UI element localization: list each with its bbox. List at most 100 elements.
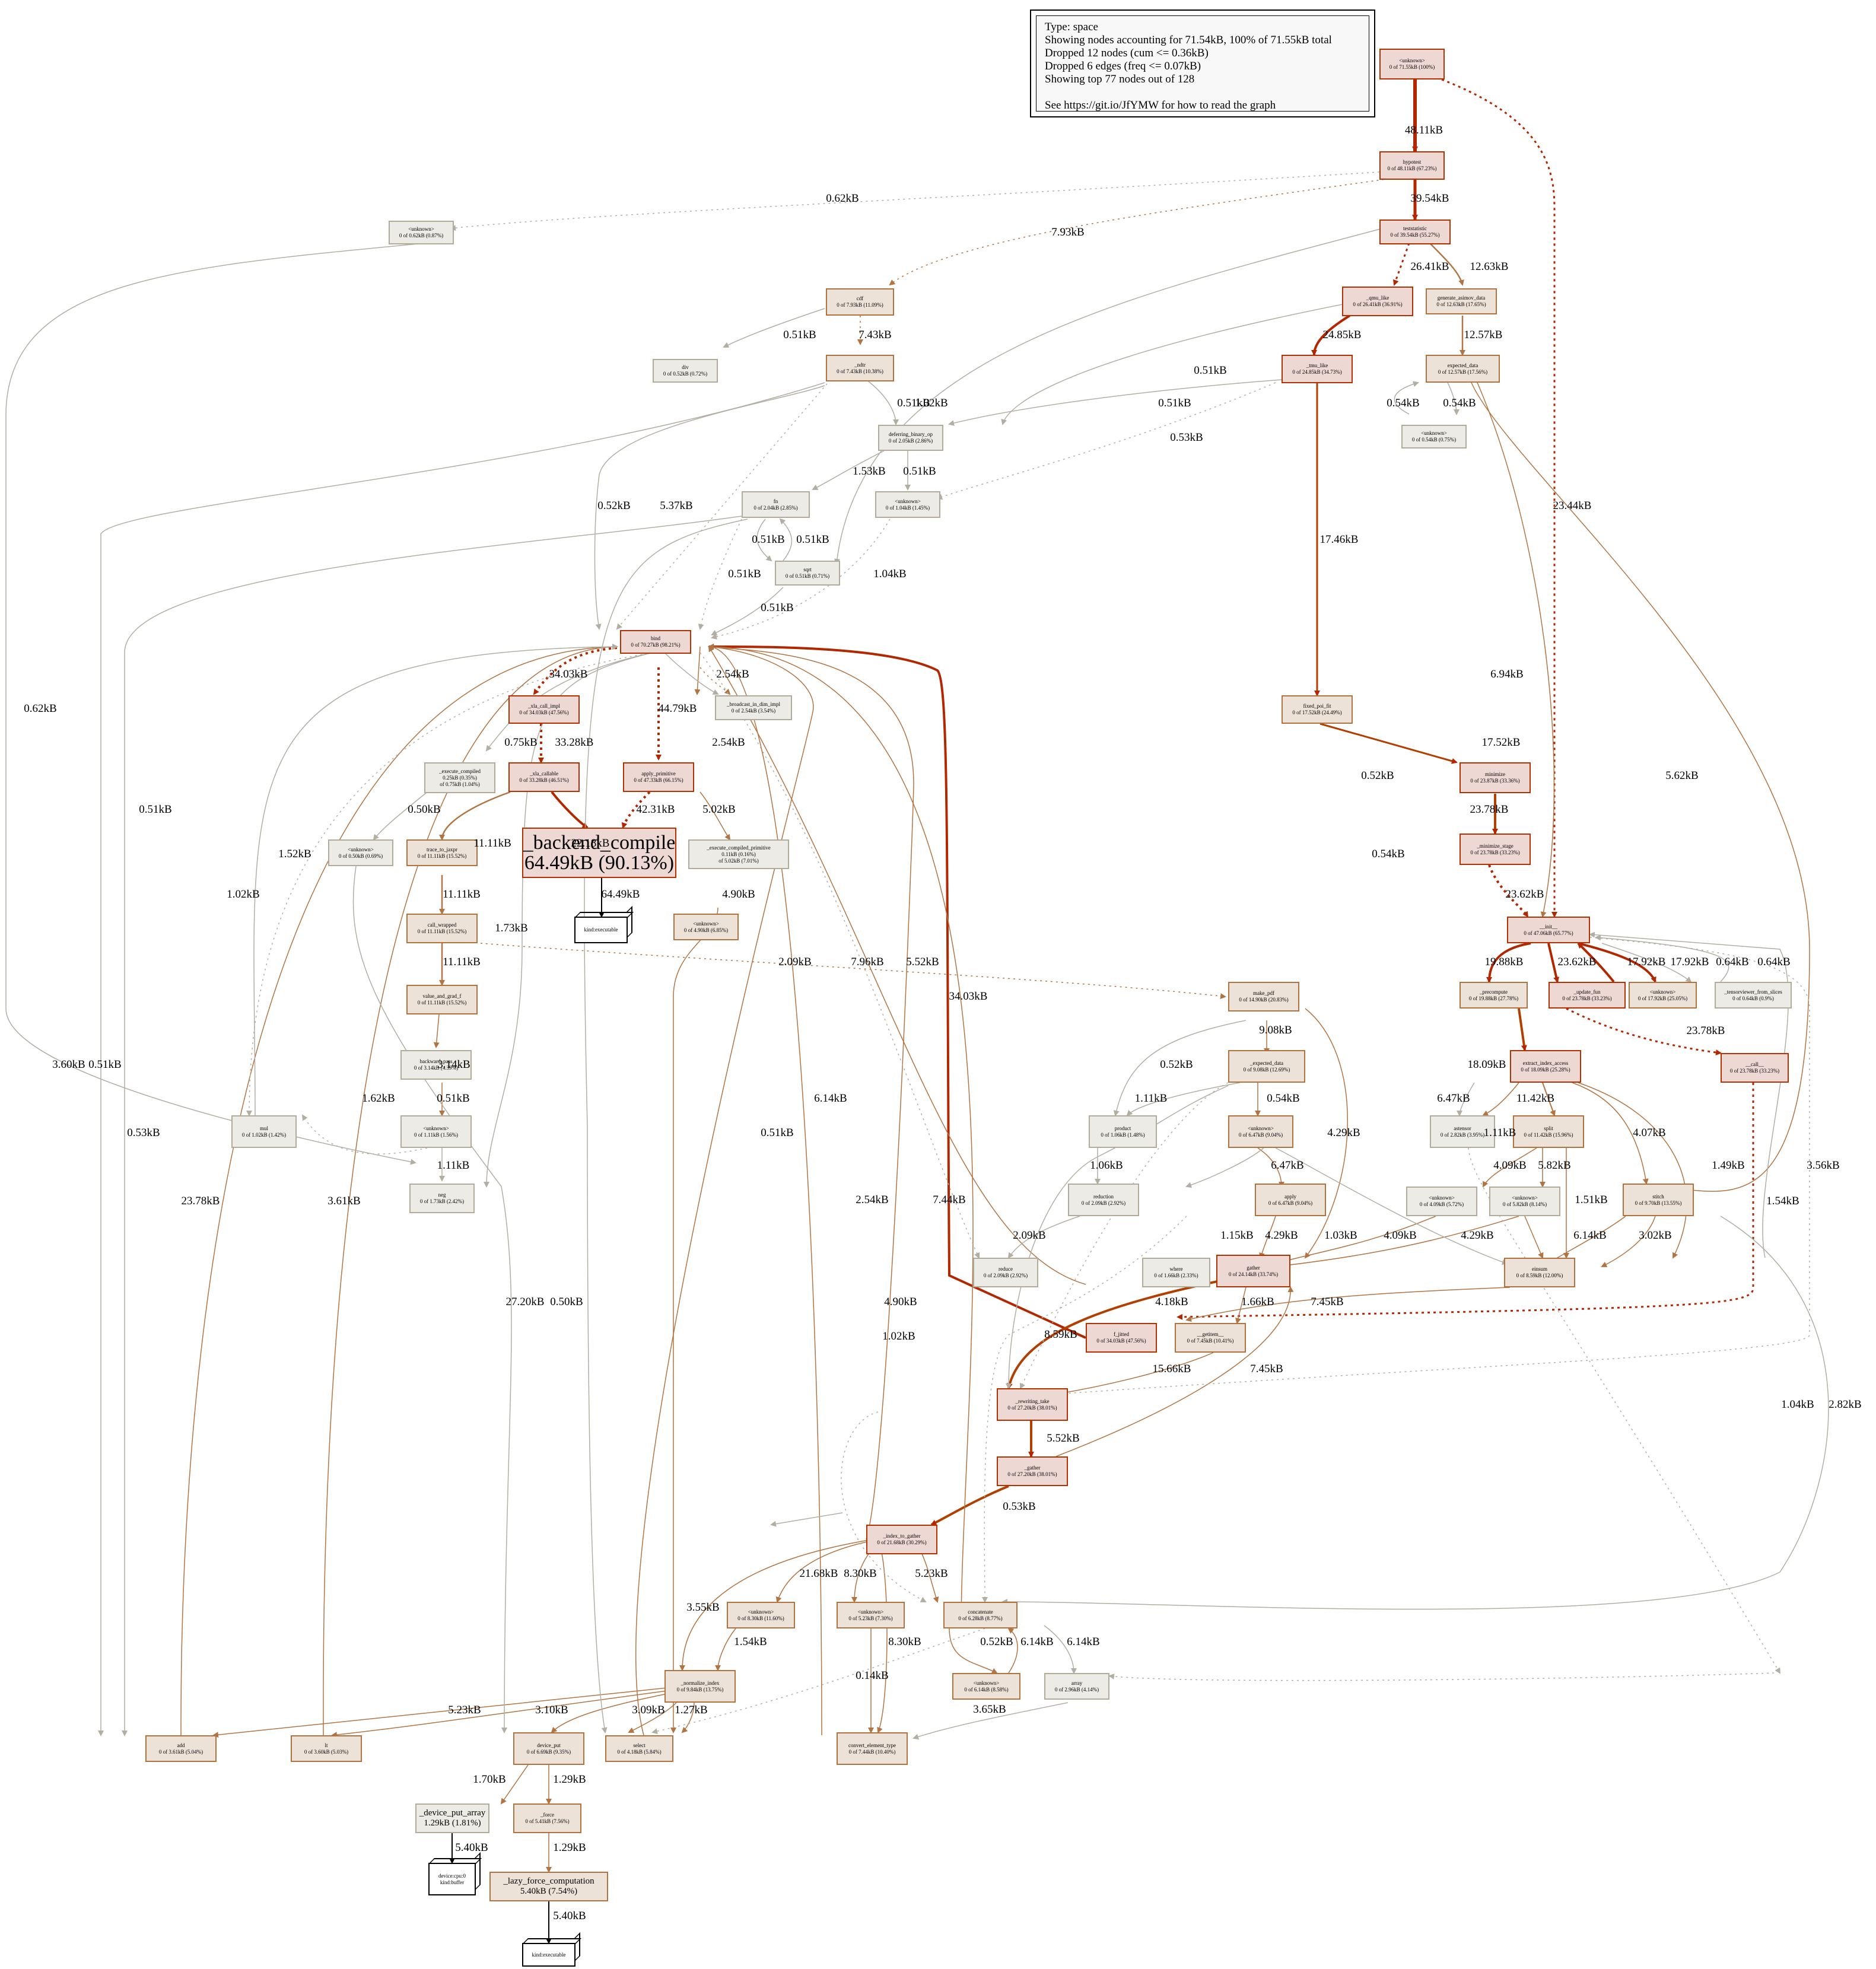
node-unk054[interactable]: <unknown>0 of 0.54kB (0.75%) — [1401, 425, 1467, 448]
node-unk062[interactable]: <unknown>0 of 0.62kB (0.87%) — [389, 221, 454, 244]
node-unk050[interactable]: <unknown>0 of 0.50kB (0.69%) — [328, 839, 393, 866]
edge — [841, 1411, 927, 1602]
edge-label: 26.41kB — [1410, 260, 1449, 273]
edge — [930, 1485, 1009, 1526]
edge-label: 6.14kB — [814, 1092, 847, 1105]
node-stat: 0 of 1.02kB (1.42%) — [241, 1131, 287, 1138]
node-unk409[interactable]: <unknown>0 of 4.09kB (5.72%) — [1406, 1187, 1477, 1216]
edge-label: 4.18kB — [1155, 1296, 1188, 1308]
node-unk614[interactable]: <unknown>0 of 6.14kB (8.58%) — [952, 1673, 1020, 1700]
node-stat: 0 of 17.92kB (25.05%) — [1637, 995, 1688, 1001]
node-unk582[interactable]: <unknown>0 of 5.82kB (8.14%) — [1489, 1187, 1560, 1216]
node-kind_exec2[interactable]: kind:executable — [522, 1943, 575, 1967]
node-unk523[interactable]: <unknown>0 of 5.23kB (7.30%) — [837, 1602, 905, 1628]
node-init[interactable]: __init__0 of 47.06kB (65.77%) — [1507, 917, 1590, 943]
node-unk830[interactable]: <unknown>0 of 8.30kB (11.60%) — [727, 1602, 795, 1628]
node-stat: 0 of 6.14kB (8.58%) — [964, 1686, 1009, 1693]
node-unk111[interactable]: <unknown>0 of 1.11kB (1.56%) — [400, 1115, 472, 1148]
node-call[interactable]: __call__0 of 23.78kB (33.23%) — [1721, 1053, 1789, 1083]
node-unk490[interactable]: <unknown>0 of 4.90kB (6.85%) — [673, 914, 739, 940]
node-unk1792[interactable]: <unknown>0 of 17.92kB (25.05%) — [1629, 982, 1697, 1009]
node-stat: 0 of 2.96kB (4.14%) — [1054, 1686, 1099, 1693]
edge — [439, 791, 511, 841]
edge-label: 5.02kB — [702, 803, 736, 816]
node-stat: 0 of 3.14kB (4.39%) — [414, 1065, 459, 1071]
node-name: _tmu_like — [1306, 362, 1328, 368]
node-unk647[interactable]: <unknown>0 of 6.47kB (9.04%) — [1228, 1115, 1293, 1148]
node-stat: 0 of 0.52kB (0.72%) — [663, 371, 708, 377]
node-stat: 0 of 7.93kB (11.09%) — [837, 302, 883, 308]
node-root[interactable]: <unknown>0 of 71.55kB (100%) — [1379, 49, 1445, 79]
node-stat: 0 of 7.43kB (10.38%) — [837, 368, 883, 374]
node-unk104[interactable]: <unknown>0 of 1.04kB (1.45%) — [875, 491, 940, 518]
node-name: <unknown> — [857, 1608, 884, 1615]
edge-label: 1.06kB — [1090, 1159, 1123, 1172]
edge — [246, 652, 653, 1116]
node-getitem[interactable]: __getitem__0 of 7.45kB (10.41%) — [1175, 1323, 1246, 1353]
node-kind_exec1[interactable]: kind:executable — [574, 917, 628, 943]
edge-label: 1.03kB — [1324, 1229, 1357, 1242]
